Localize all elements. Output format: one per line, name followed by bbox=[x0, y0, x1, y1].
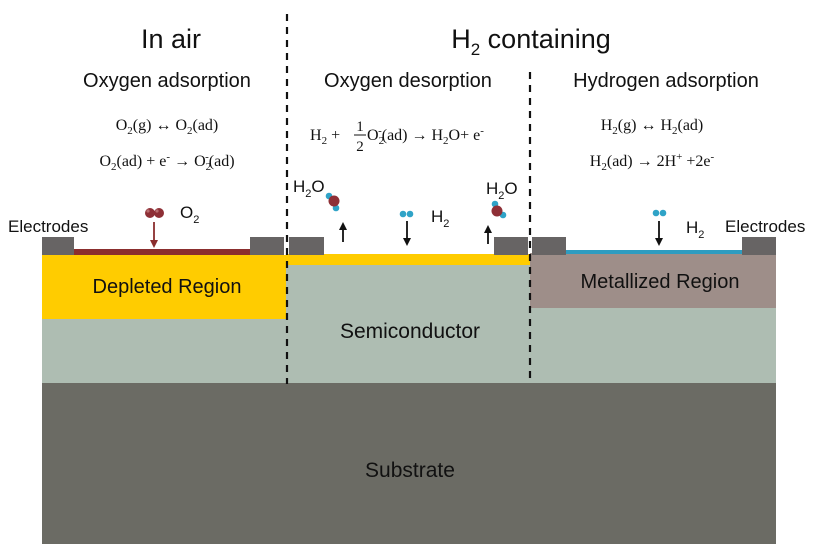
semiconductor-label: Semiconductor bbox=[340, 320, 480, 343]
label-oxygen-adsorption: Oxygen adsorption bbox=[83, 70, 251, 92]
oxygen-molecule-label: O2 bbox=[180, 203, 199, 226]
metallized-region-label: Metallized Region bbox=[581, 271, 740, 293]
fraction-denominator: 2 bbox=[356, 139, 364, 155]
electrode-mid-2 bbox=[494, 237, 528, 255]
equation-oxygen-desorption: H2 + 1 2 O2-(ad) → H2O+ e- bbox=[310, 119, 484, 155]
water-arrow-head-right bbox=[484, 225, 492, 233]
hydrogen-arrow-head-right bbox=[655, 238, 663, 246]
depleted-region-label: Depleted Region bbox=[93, 276, 242, 298]
water-molecule-left-icon bbox=[325, 192, 340, 212]
electrodes-label-left: Electrodes bbox=[8, 217, 88, 236]
metallized-region bbox=[530, 253, 776, 308]
fraction-numerator: 1 bbox=[356, 119, 364, 135]
heading-h2-rest: containing bbox=[480, 24, 611, 54]
equation-hydrogen-2: H2(ad) → 2H+ +2e- bbox=[590, 151, 715, 173]
heading-h2-symbol: H bbox=[451, 24, 471, 54]
svg-text:O2-(ad) → H2O+ e-: O2-(ad) → H2O+ e- bbox=[367, 125, 484, 147]
hydrogen-adsorbed-layer bbox=[566, 250, 742, 254]
substrate-label: Substrate bbox=[365, 459, 455, 482]
hydrogen-label-right: H2 bbox=[686, 218, 704, 241]
electrode-right-1 bbox=[532, 237, 566, 255]
hydrogen-molecule-mid-icon bbox=[399, 210, 414, 218]
hydrogen-arrow-head-mid bbox=[403, 238, 411, 246]
surface-depletion-layer bbox=[286, 254, 530, 265]
equation-oxygen-2: O2(ad) + e- → O2-(ad) bbox=[99, 151, 234, 173]
oxygen-arrow-head bbox=[150, 240, 158, 248]
water-label-left: H2O bbox=[293, 177, 325, 200]
label-oxygen-desorption: Oxygen desorption bbox=[324, 70, 492, 92]
substrate-layer bbox=[42, 383, 776, 544]
oxygen-molecule-icon bbox=[145, 208, 164, 218]
water-label-right: H2O bbox=[486, 179, 518, 202]
hydrogen-label-mid: H2 bbox=[431, 207, 449, 230]
equation-oxygen-1: O2(g) ↔ O2(ad) bbox=[116, 117, 219, 137]
electrode-left-1 bbox=[42, 237, 74, 255]
label-hydrogen-adsorption: Hydrogen adsorption bbox=[573, 70, 759, 92]
electrodes-label-right: Electrodes bbox=[725, 217, 805, 236]
heading-h2-containing: H2 containing bbox=[451, 24, 611, 59]
water-arrow-head-left bbox=[339, 222, 347, 230]
heading-in-air: In air bbox=[141, 24, 201, 54]
svg-text:H2 +: H2 + bbox=[310, 127, 340, 147]
electrode-left-2 bbox=[250, 237, 284, 255]
equation-hydrogen-1: H2(g) ↔ H2(ad) bbox=[601, 117, 704, 137]
heading-h2-subscript: 2 bbox=[471, 40, 480, 59]
electrode-mid-1 bbox=[289, 237, 324, 255]
oxygen-adsorbed-layer bbox=[74, 249, 250, 255]
electrode-right-2 bbox=[742, 237, 776, 255]
water-molecule-right-icon bbox=[491, 200, 507, 219]
hydrogen-molecule-right-icon bbox=[652, 209, 667, 217]
depleted-region bbox=[42, 255, 286, 319]
